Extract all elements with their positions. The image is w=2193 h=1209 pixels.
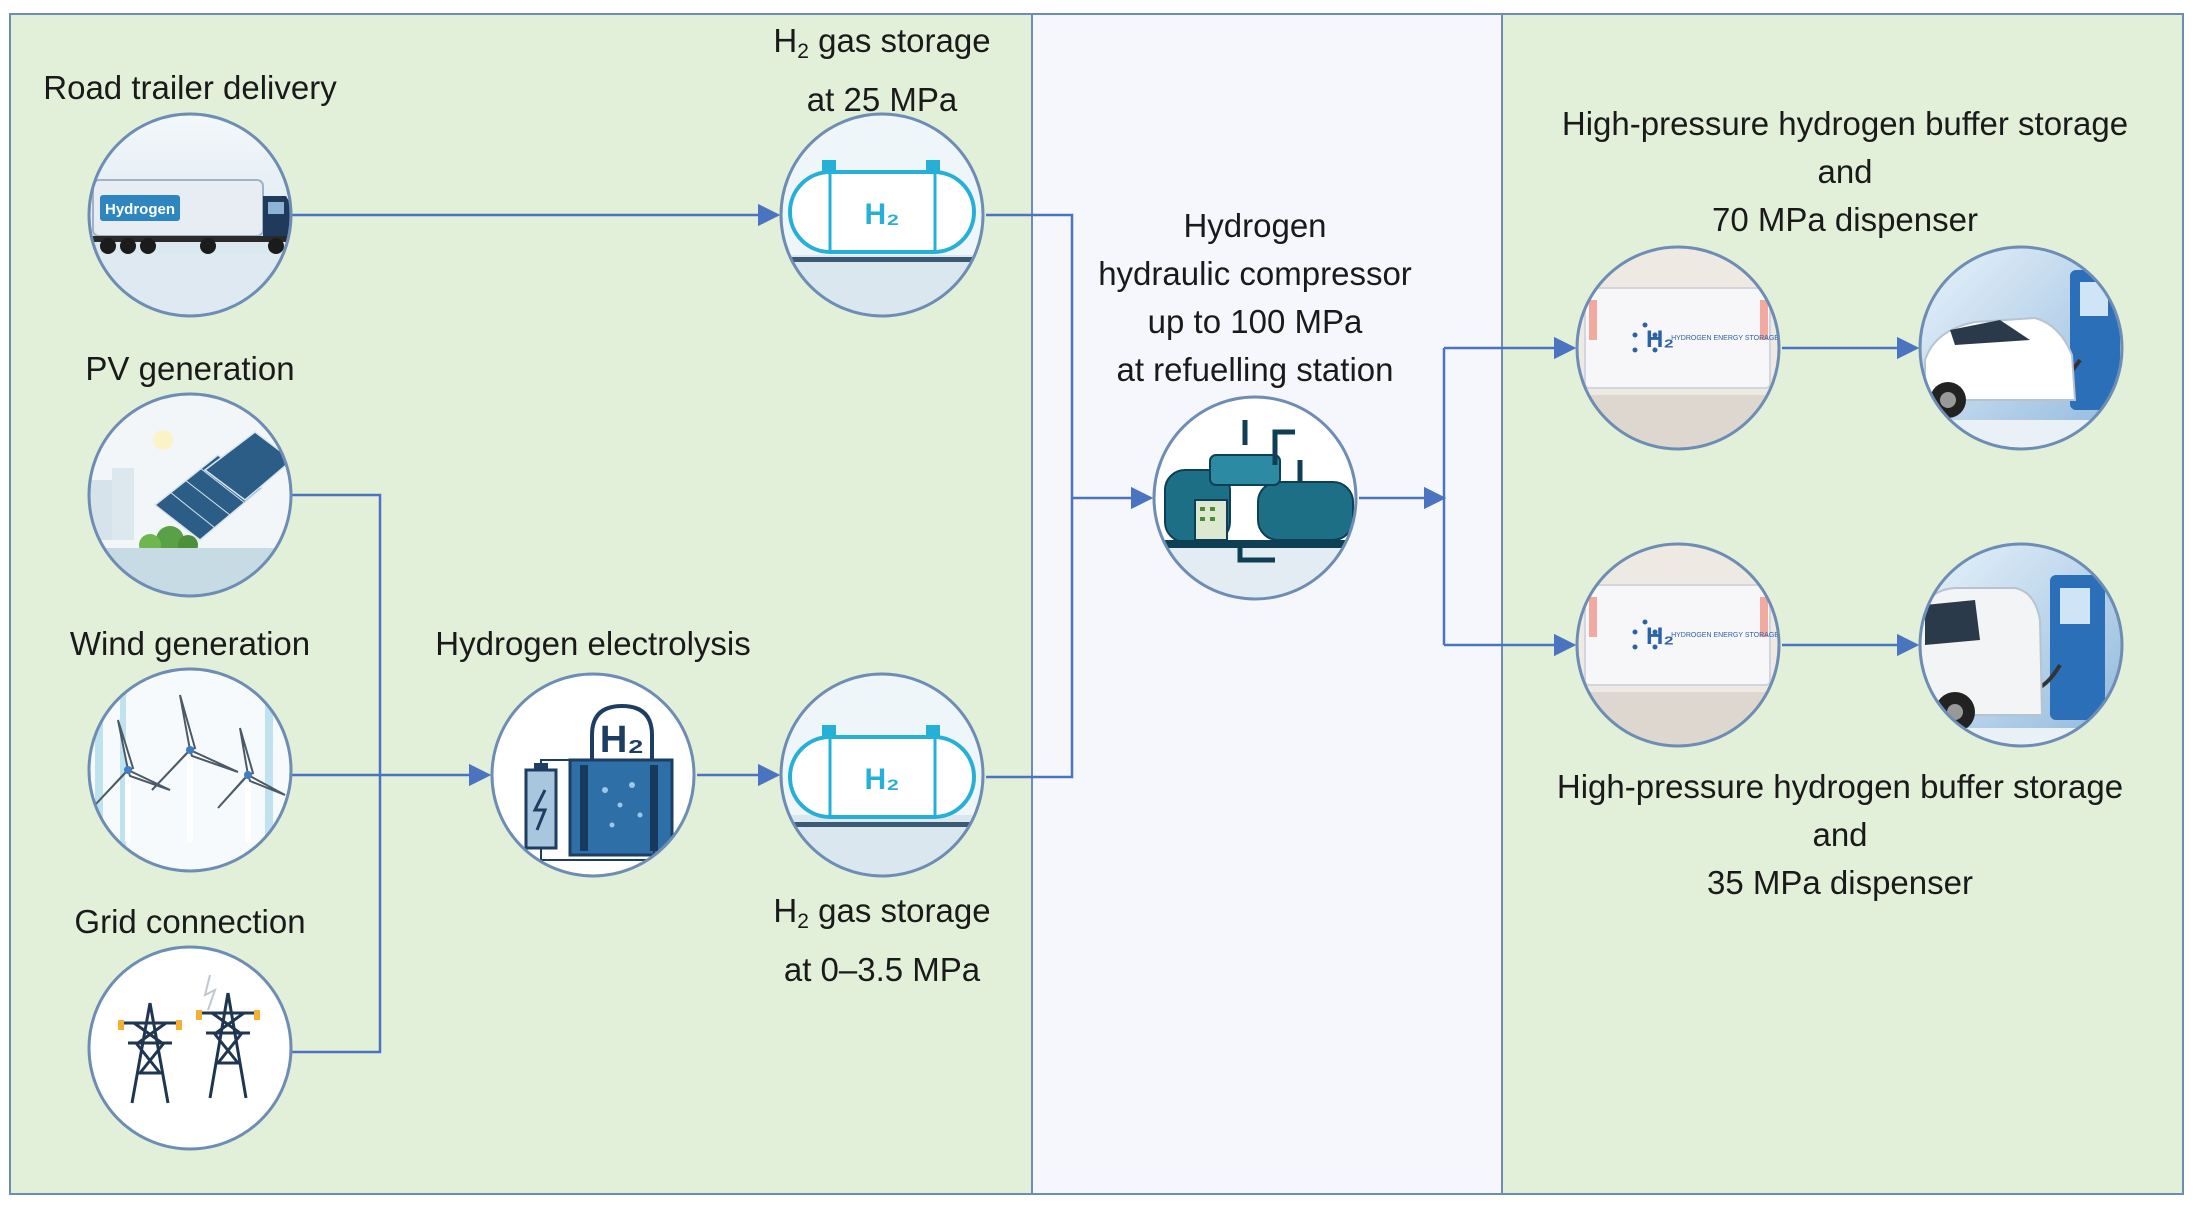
buffer-70-line: and: [1817, 153, 1873, 190]
storage-low-line1: H2 gas storage: [773, 892, 991, 933]
buffer-35-line: and: [1812, 816, 1868, 853]
compressor-line: hydraulic compressor: [1098, 255, 1412, 292]
compressor-line: up to 100 MPa: [1147, 303, 1363, 340]
buffer-h2-text: H₂: [1646, 623, 1674, 650]
node-pv: [87, 392, 293, 598]
buffer-70-line: High-pressure hydrogen buffer storage: [1561, 105, 2129, 142]
buffer-caption-text: HYDROGEN ENERGY STORAGE: [1671, 632, 1779, 639]
compressor-line: Hydrogen: [1183, 207, 1327, 244]
label-grid: Grid connection: [74, 903, 306, 940]
node-wind: [87, 667, 293, 873]
flow-connectors: [292, 203, 1920, 1054]
zone-compression: [1031, 13, 1503, 1195]
label-storage-25mpa: H2 gas storage at 25 MPa: [732, 17, 1032, 124]
wind-turbine-icon: [94, 680, 286, 850]
storage-25-line2: at 25 MPa: [806, 81, 958, 118]
compressor-line: at refuelling station: [1116, 351, 1394, 388]
node-buffer-35: H₂ HYDROGEN ENERGY STORAGE: [1575, 542, 1781, 748]
label-storage-low-pressure: H2 gas storage at 0–3.5 MPa: [732, 887, 1032, 994]
node-compressor: [1152, 395, 1358, 601]
node-electrolysis: H₂: [490, 672, 696, 878]
label-pv: PV generation: [85, 350, 295, 387]
compressor-icon: [1154, 420, 1356, 599]
h2-buffer-storage-icon: H₂ HYDROGEN ENERGY STORAGE: [1577, 544, 1779, 746]
electrolyser-icon: H₂: [524, 703, 674, 861]
truck-tank-text: Hydrogen: [105, 201, 175, 218]
node-dispenser-35: [1918, 542, 2124, 748]
storage-low-line2: at 0–3.5 MPa: [783, 951, 981, 988]
truck-refuelling-icon: [1920, 575, 2122, 746]
label-buffer-35: High-pressure hydrogen buffer storage an…: [1495, 763, 2185, 907]
buffer-35-line: High-pressure hydrogen buffer storage: [1556, 768, 2124, 805]
buffer-35-line: 35 MPa dispenser: [1707, 864, 1973, 901]
label-wind: Wind generation: [69, 625, 311, 662]
label-road-trailer: Road trailer delivery: [43, 69, 337, 106]
label-electrolysis: Hydrogen electrolysis: [435, 625, 751, 662]
h2-buffer-storage-icon: H₂ HYDROGEN ENERGY STORAGE: [1577, 247, 1779, 449]
label-compressor: Hydrogen hydraulic compressor up to 100 …: [1040, 202, 1470, 394]
label-buffer-70: High-pressure hydrogen buffer storage an…: [1505, 100, 2185, 244]
node-grid: [87, 945, 293, 1151]
power-pylon-icon: [118, 974, 260, 1104]
tank-h2-text: H₂: [865, 763, 900, 796]
electrolyser-h2-text: H₂: [600, 719, 644, 761]
node-buffer-70: H₂ HYDROGEN ENERGY STORAGE: [1575, 245, 1781, 451]
buffer-caption-text: HYDROGEN ENERGY STORAGE: [1671, 335, 1779, 342]
line-storage-top-to-compressor: [986, 213, 1074, 779]
storage-25-line1: H2 gas storage: [773, 22, 991, 63]
tank-h2-text: H₂: [865, 198, 900, 231]
buffer-h2-text: H₂: [1646, 326, 1674, 353]
buffer-70-line: 70 MPa dispenser: [1712, 201, 1978, 238]
line-pv-to-bus: [292, 493, 382, 1054]
